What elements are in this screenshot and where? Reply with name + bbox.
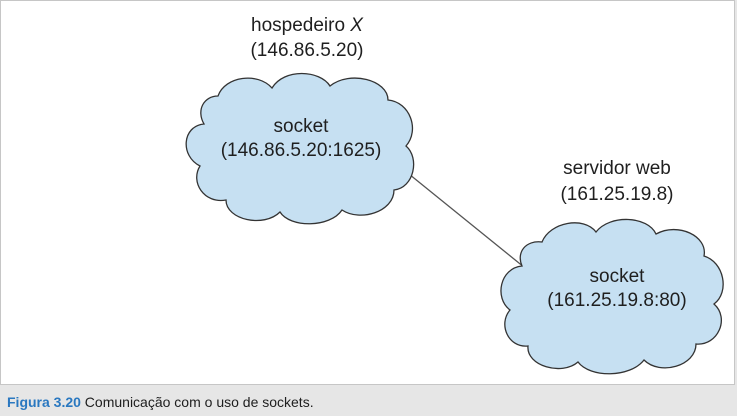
host-ip-label: (146.86.5.20) (250, 40, 363, 61)
socket-connection-line (403, 169, 536, 277)
host-socket-address: (146.86.5.20:1625) (221, 140, 382, 161)
server-socket-address: (161.25.19.8:80) (547, 290, 686, 311)
socket-communication-diagram: hospedeiro X (146.86.5.20) socket (146.8… (185, 15, 724, 375)
server-ip-label: (161.25.19.8) (560, 184, 673, 205)
server-socket-label: socket (590, 266, 646, 287)
host-socket-label: socket (274, 116, 330, 137)
host-socket-cloud (185, 73, 415, 225)
caption-text: Comunicação com o uso de sockets. (80, 394, 314, 410)
server-name-label: servidor web (563, 158, 671, 179)
host-name-label: hospedeiro X (251, 15, 364, 36)
figure-number: Figura 3.20 (7, 394, 81, 410)
figure-caption: Figura 3.20 Comunicação com o uso de soc… (7, 394, 314, 410)
server-socket-cloud (500, 218, 724, 375)
